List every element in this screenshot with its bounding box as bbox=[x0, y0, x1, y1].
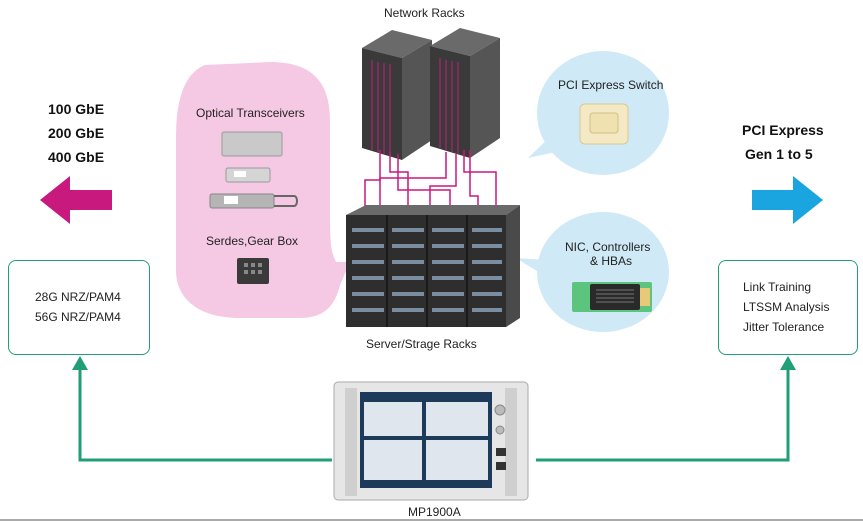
serdes-gearbox-label: Serdes,Gear Box bbox=[206, 234, 299, 248]
network-rack-right bbox=[430, 28, 500, 158]
speed-400gbe: 400 GbE bbox=[48, 149, 105, 165]
optical-transceiver-devices bbox=[209, 131, 298, 209]
ethernet-signal-line-1: 28G NRZ/PAM4 bbox=[35, 290, 121, 304]
network-racks-label: Network Racks bbox=[384, 6, 465, 20]
network-rack-left bbox=[362, 30, 432, 160]
connector-arrowhead-left bbox=[72, 356, 88, 370]
pcie-title: PCI Express Gen 1 to 5 bbox=[742, 118, 824, 166]
speed-100gbe: 100 GbE bbox=[48, 101, 105, 117]
pcie-test-line-2: LTSSM Analysis bbox=[743, 300, 830, 314]
instrument-label: MP1900A bbox=[408, 505, 461, 519]
pcie-switch-label: PCI Express Switch bbox=[558, 78, 664, 92]
server-racks bbox=[346, 205, 520, 327]
ethernet-signal-box: 28G NRZ/PAM4 56G NRZ/PAM4 bbox=[8, 260, 150, 355]
nic-card bbox=[572, 282, 652, 312]
blue-bubble-tail-switch bbox=[528, 135, 565, 158]
pcie-title-line-1: PCI Express bbox=[742, 122, 824, 138]
connector-lines bbox=[78, 366, 790, 462]
right-arrow-shape bbox=[752, 176, 823, 224]
ethernet-signal-line-2: 56G NRZ/PAM4 bbox=[35, 310, 121, 324]
nic-label-line-2: & HBAs bbox=[590, 254, 633, 268]
pcie-test-box: Link Training LTSSM Analysis Jitter Tole… bbox=[718, 260, 858, 355]
blue-speech-bubble-nic bbox=[537, 212, 669, 332]
optical-transceivers-label: Optical Transceivers bbox=[196, 106, 305, 120]
connector-arrowhead-right bbox=[780, 356, 796, 370]
pcie-title-line-2: Gen 1 to 5 bbox=[745, 146, 813, 162]
pcie-test-line-3: Jitter Tolerance bbox=[743, 320, 825, 334]
pcie-switch-chip bbox=[579, 103, 629, 145]
pcie-test-line-1: Link Training bbox=[743, 280, 812, 294]
nic-label-line-1: NIC, Controllers bbox=[565, 240, 651, 254]
pink-speech-bubble bbox=[176, 62, 350, 318]
speed-200gbe: 200 GbE bbox=[48, 125, 105, 141]
left-arrow-shape bbox=[40, 176, 112, 224]
server-racks-label: Server/Strage Racks bbox=[366, 337, 477, 351]
mp1900a-instrument bbox=[333, 381, 529, 501]
serdes-chip bbox=[237, 258, 269, 284]
ethernet-speeds: 100 GbE 200 GbE 400 GbE bbox=[48, 97, 104, 169]
blue-bubble-tail-nic bbox=[516, 258, 548, 278]
